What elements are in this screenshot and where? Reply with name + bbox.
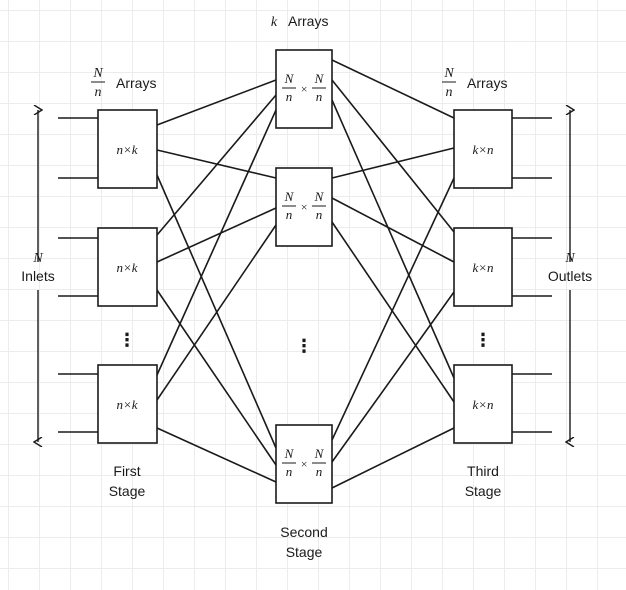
second-stage-header: k Arrays [271, 13, 329, 30]
third-stage-switch-1: k×n [453, 109, 513, 189]
third-stage-ellipsis: ⋮ [474, 330, 492, 351]
first-stage-box-label: n×k [116, 397, 137, 412]
first-stage-caption-line1: First [113, 463, 140, 479]
frac-num-right: N [314, 189, 325, 204]
wire-f1-m1 [156, 79, 277, 126]
wire-m1-t1 [331, 59, 455, 119]
header-fraction-num: N [443, 66, 454, 81]
first-stage-switch-2: n×k [97, 227, 158, 307]
frac-den-left: n [286, 464, 293, 479]
second-stage-ellipsis: ⋮ [295, 336, 313, 357]
wire-f2-m1 [156, 94, 277, 236]
wire-m1-t3 [331, 99, 455, 379]
wire-m3-t2 [331, 291, 455, 463]
third-stage-caption-line2: Stage [465, 483, 502, 499]
wires-second-to-third [331, 59, 455, 489]
frac-num-left: N [284, 446, 295, 461]
inlets-label: Inlets [21, 268, 54, 284]
third-stage-box-label: k×n [472, 260, 493, 275]
outlets-var: N [564, 251, 575, 266]
times-sign: × [300, 457, 308, 471]
times-sign: × [300, 82, 308, 96]
wire-m2-t1 [331, 147, 455, 179]
wire-m3-t3 [331, 427, 455, 489]
header-text: Arrays [116, 75, 156, 91]
wire-m1-t2 [331, 79, 455, 233]
header-text: Arrays [467, 75, 507, 91]
wire-f3-m1 [156, 109, 277, 376]
wire-m2-t2 [331, 197, 455, 263]
second-stage-caption-line1: Second [280, 524, 327, 540]
second-stage-switch-3: N n × N n [275, 424, 333, 504]
frac-den-right: n [316, 464, 323, 479]
wires-first-to-second [156, 79, 277, 483]
frac-num-left: N [284, 71, 295, 86]
frac-den-right: n [316, 207, 323, 222]
first-stage-header: N n Arrays [91, 66, 156, 100]
second-stage-switch-2: N n × N n [275, 167, 333, 247]
outlets-label: Outlets [548, 268, 592, 284]
header-fraction-num: N [92, 66, 103, 81]
frac-den-left: n [286, 207, 293, 222]
first-stage-box-label: n×k [116, 260, 137, 275]
first-stage-box-label: n×k [116, 142, 137, 157]
first-stage-switch-1: n×k [97, 109, 158, 189]
first-stage-caption-line2: Stage [109, 483, 146, 499]
second-stage-switch-1: N n × N n [275, 49, 333, 129]
frac-den-left: n [286, 89, 293, 104]
wire-f2-m2 [156, 207, 277, 263]
header-text: Arrays [288, 13, 328, 29]
wire-f3-m3 [156, 427, 277, 483]
third-stage-header: N n Arrays [442, 66, 507, 100]
header-fraction-den: n [446, 85, 453, 100]
times-sign: × [300, 200, 308, 214]
frac-num-right: N [314, 446, 325, 461]
header-fraction-den: n [95, 85, 102, 100]
outlet-stubs [512, 117, 552, 433]
frac-num-right: N [314, 71, 325, 86]
third-stage-box-label: k×n [472, 142, 493, 157]
inlets-var: N [32, 251, 43, 266]
wire-m2-t3 [331, 221, 455, 403]
second-stage-caption-line2: Stage [286, 544, 323, 560]
first-stage-ellipsis: ⋮ [118, 330, 136, 351]
frac-den-right: n [316, 89, 323, 104]
header-var: k [271, 15, 278, 30]
wire-f2-m3 [156, 289, 277, 466]
inlet-stubs [58, 117, 98, 433]
third-stage-switch-3: k×n [453, 364, 513, 444]
first-stage-switch-3: n×k [97, 364, 158, 444]
wire-f3-m2 [156, 224, 277, 401]
third-stage-box-label: k×n [472, 397, 493, 412]
third-stage-switch-2: k×n [453, 227, 513, 307]
wire-m3-t1 [331, 177, 455, 441]
frac-num-left: N [284, 189, 295, 204]
third-stage-caption-line1: Third [467, 463, 499, 479]
